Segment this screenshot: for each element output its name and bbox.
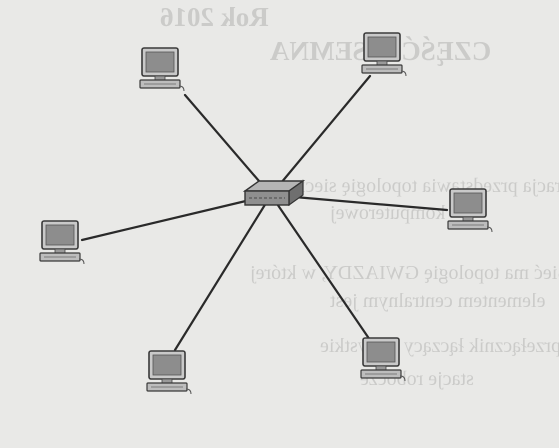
link-pc-bottom-right	[269, 193, 372, 342]
desktop-computer-icon	[139, 47, 185, 92]
links-layer	[80, 74, 449, 352]
desktop-computer-icon	[360, 337, 406, 382]
desktop-computer-icon	[447, 188, 493, 233]
link-pc-bottom-left	[173, 193, 273, 352]
desktop-computer-icon	[39, 220, 85, 265]
nodes-layer	[39, 32, 493, 395]
desktop-computer-icon	[146, 350, 192, 395]
link-pc-top-right	[269, 74, 372, 197]
link-pc-left	[80, 193, 273, 242]
network-switch-icon	[242, 179, 306, 207]
link-pc-top-left	[183, 93, 273, 197]
desktop-computer-icon	[361, 32, 407, 77]
